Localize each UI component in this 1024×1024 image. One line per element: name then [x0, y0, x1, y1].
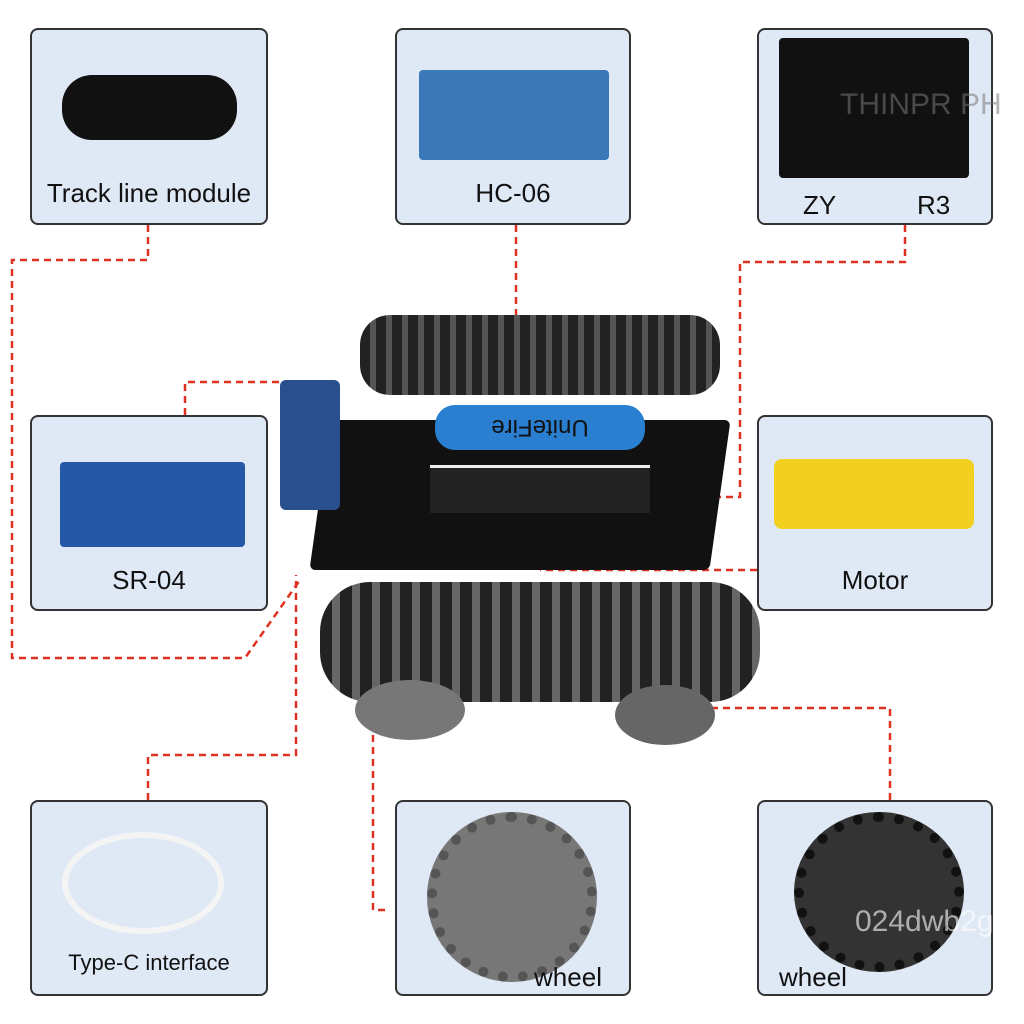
- type-c-cable-image: [62, 832, 224, 934]
- card-hc06: HC-06: [395, 28, 631, 225]
- drive-wheel: [355, 680, 465, 740]
- rear-track: [360, 315, 720, 395]
- component-label: wheel: [779, 962, 847, 992]
- zy-r3-board-image: [779, 38, 969, 178]
- component-label-right: R3: [917, 190, 951, 220]
- controller-board: [430, 465, 650, 513]
- component-label: Type-C interface: [68, 950, 230, 975]
- ultrasonic-sensor: [280, 380, 340, 510]
- idler-wheel: [615, 685, 715, 745]
- wheel1-connector: [371, 725, 385, 912]
- watermark: 024dwb2g3: [855, 905, 1011, 938]
- card-wheel-idler: wheel: [757, 800, 993, 996]
- component-label: Motor: [841, 565, 909, 595]
- component-label: SR-04: [112, 565, 186, 595]
- component-label: HC-06: [475, 178, 551, 208]
- track-connector: [10, 225, 302, 660]
- sr04-image: [60, 462, 245, 547]
- robot-car: UniteFire: [270, 310, 770, 750]
- sr04-connector: [183, 380, 290, 415]
- card-motor: Motor: [757, 415, 993, 611]
- typec-connector: [146, 575, 298, 800]
- card-wheel-drive: wheel: [395, 800, 631, 996]
- wheel2-connector: [670, 706, 892, 800]
- board-connector: [330, 225, 907, 499]
- watermark: THINPR PH: [840, 88, 1002, 121]
- battery: UniteFire: [435, 405, 645, 450]
- card-type-c: Type-C interface: [30, 800, 268, 996]
- component-label: wheel: [534, 962, 602, 992]
- hc06-image: [419, 70, 609, 160]
- motor-image: [774, 459, 974, 529]
- card-sr04: SR-04: [30, 415, 268, 611]
- card-track-line-module: Track line module: [30, 28, 268, 225]
- card-zy-r3: ZY R3: [757, 28, 993, 225]
- component-label-left: ZY: [803, 190, 837, 220]
- idler-wheel-image: [794, 812, 964, 972]
- component-label: Track line module: [46, 178, 252, 208]
- track-line-module-image: [62, 75, 237, 140]
- drive-wheel-image: [427, 812, 597, 982]
